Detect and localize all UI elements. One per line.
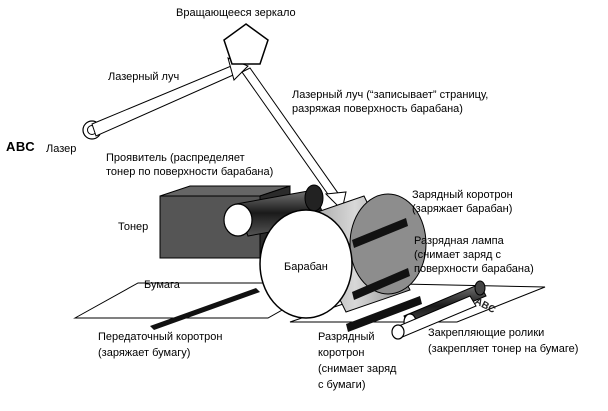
discharge-corotron-label-line1: Разрядный bbox=[318, 331, 375, 343]
laser-write-label-line2: разряжая поверхность барабана) bbox=[292, 103, 463, 115]
fuser-label-line2: (закрепляет тонер на бумаге) bbox=[428, 343, 579, 355]
charge-corotron-label-line1: Зарядный коротрон bbox=[412, 189, 513, 201]
transfer-corotron-label-line1: Передаточный коротрон bbox=[98, 331, 223, 343]
fuser-rollers bbox=[391, 280, 487, 340]
discharge-corotron-label-line2: коротрон bbox=[318, 347, 365, 359]
transfer-corotron bbox=[150, 288, 260, 330]
laser-write-label-line1: Лазерный луч (“записывает” страницу, bbox=[292, 89, 489, 101]
charge-corotron-label-line2: (заряжает барабан) bbox=[412, 203, 513, 215]
paper-label: Бумага bbox=[144, 279, 180, 291]
mirror-label: Вращающееся зеркало bbox=[176, 7, 296, 19]
developer-label-line2: тонер по поверхности барабана) bbox=[106, 166, 274, 178]
discharge-lamp-label-line1: Разрядная лампа bbox=[414, 235, 504, 247]
transfer-corotron-label-line2: (заряжает бумагу) bbox=[98, 347, 191, 359]
laser-label: Лазер bbox=[46, 143, 77, 155]
drum-label: Барабан bbox=[284, 261, 328, 273]
charge-corotron bbox=[352, 218, 408, 248]
fuser-label-line1: Закрепляющие ролики bbox=[428, 327, 545, 339]
rotating-mirror bbox=[223, 23, 269, 65]
laser-beam-label: Лазерный луч bbox=[108, 71, 180, 83]
discharge-lamp-label-line3: поверхности барабана) bbox=[414, 263, 534, 275]
discharge-corotron-label-line4: с бумаги) bbox=[318, 379, 366, 391]
discharge-lamp bbox=[352, 268, 410, 300]
discharge-corotron bbox=[346, 296, 422, 332]
toner-label: Тонер bbox=[118, 221, 149, 233]
developer-label-line1: Проявитель (распределяет bbox=[106, 152, 245, 164]
discharge-lamp-label-line2: (снимает заряд с bbox=[414, 249, 501, 261]
abc-label: АВС bbox=[6, 139, 36, 154]
discharge-corotron-label-line3: (снимает заряд bbox=[318, 363, 397, 375]
